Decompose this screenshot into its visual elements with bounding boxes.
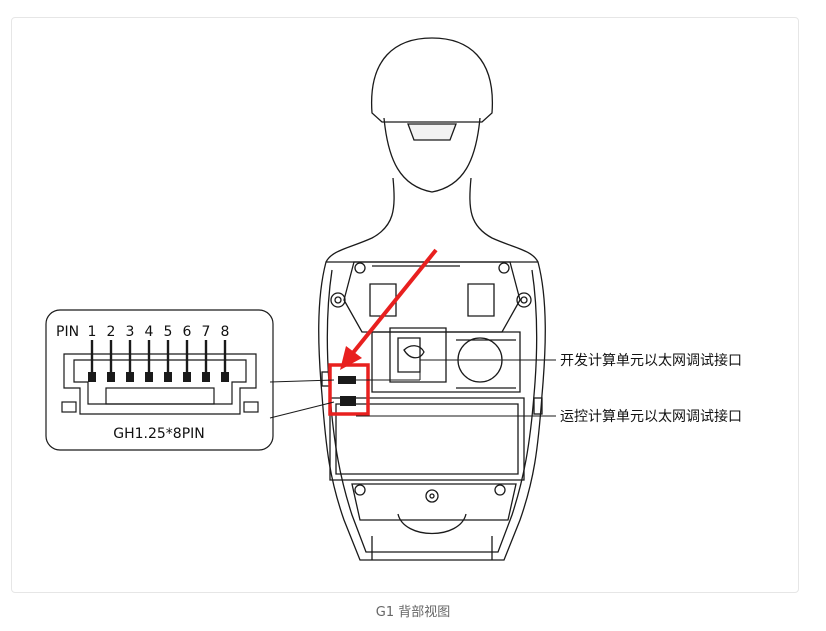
highlight-arrow [350, 248, 438, 356]
head-camera [407, 123, 457, 141]
callout-dev-unit-ethernet: 开发计算单元以太网调试接口 [560, 352, 742, 369]
motion-unit-port [340, 396, 356, 406]
pin-number-1: 1 [88, 324, 97, 340]
pin-number-6: 6 [183, 324, 192, 340]
pin-number-3: 3 [126, 324, 135, 340]
figure-frame [11, 17, 799, 593]
compute-module [371, 331, 521, 393]
robot-head [371, 37, 493, 123]
robot-neck [325, 177, 395, 263]
pin-number-7: 7 [202, 324, 211, 340]
connector-inset: PIN 1 2 3 4 5 6 7 8 GH1.25*8PIN [45, 309, 335, 451]
pin-number-4: 4 [145, 324, 154, 340]
robot-torso [318, 261, 546, 561]
figure-caption: G1 背部视图 [375, 605, 451, 620]
dev-unit-port [338, 376, 356, 384]
arrow-head [340, 346, 362, 370]
pin-number-8: 8 [221, 324, 230, 340]
robot-line-art [318, 37, 546, 561]
pin-label: PIN [56, 324, 79, 340]
pin-number-2: 2 [107, 324, 116, 340]
head-visor [383, 117, 481, 193]
battery-module [329, 397, 525, 481]
callout-motion-unit-ethernet: 运控计算单元以太网调试接口 [560, 408, 742, 425]
pin-number-5: 5 [164, 324, 173, 340]
connector-model-label: GH1.25*8PIN [113, 426, 205, 442]
callout-leaders [356, 359, 556, 417]
